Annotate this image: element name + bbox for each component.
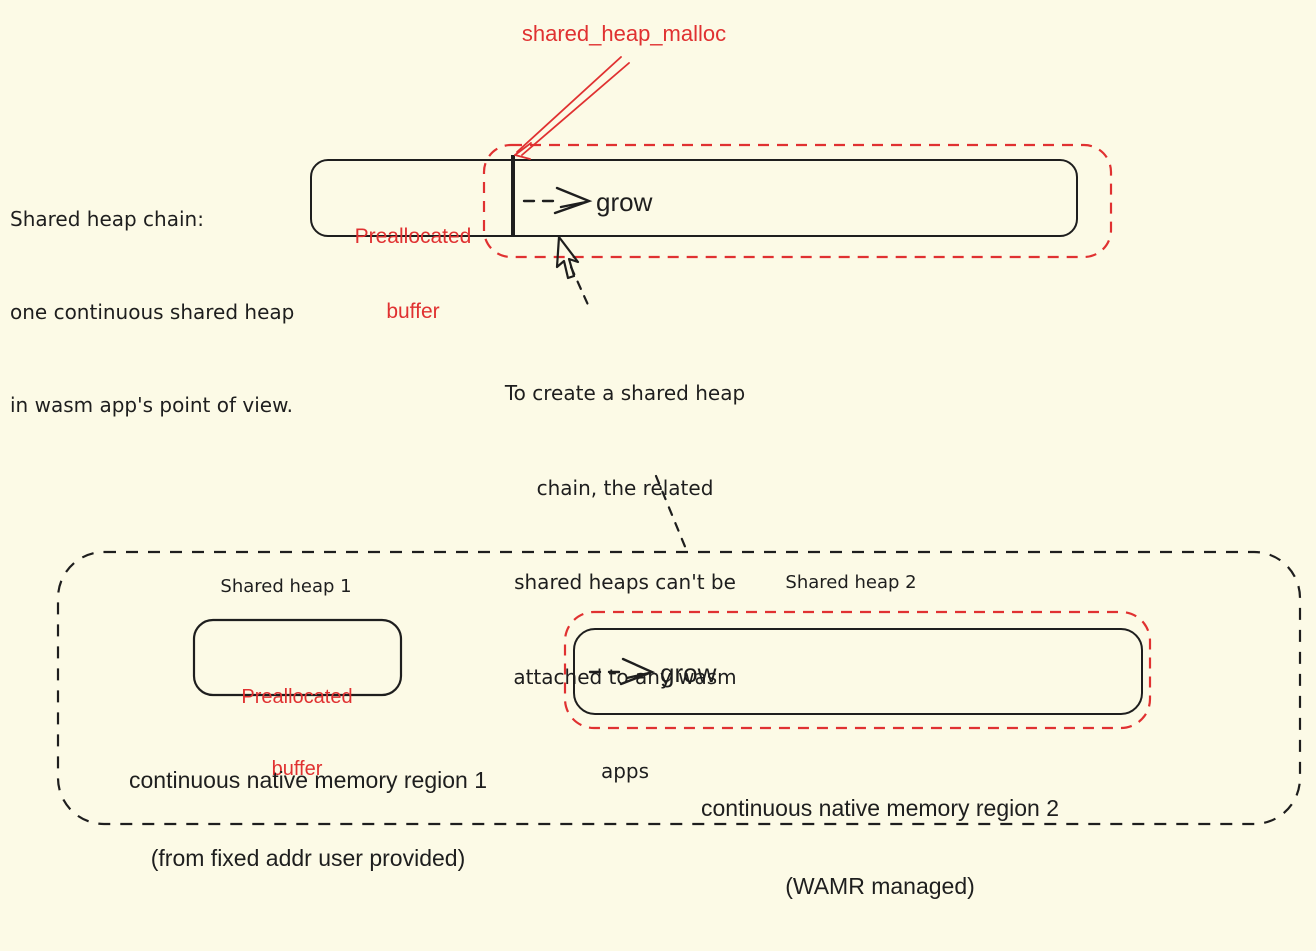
preallocated-buffer-line: buffer xyxy=(386,300,440,323)
malloc-function-label: shared_heap_malloc xyxy=(521,21,727,46)
heap1-preallocated-buffer-line: buffer xyxy=(271,758,323,780)
heap2-caption-line: continuous native memory region 2 xyxy=(701,795,1059,821)
grow-label: grow xyxy=(596,187,653,217)
heap1-caption-line: (from fixed addr user provided) xyxy=(150,845,466,871)
heap2-grow-label: grow xyxy=(660,658,717,688)
preallocated-buffer-label: Preallocated buffer xyxy=(355,174,472,374)
heap2-caption: continuous native memory region 2 (WAMR … xyxy=(701,743,1059,951)
malloc-pointer-arrow-icon xyxy=(514,56,630,160)
create-chain-note-line: chain, the related xyxy=(536,475,714,500)
create-chain-note-line: apps xyxy=(600,759,650,783)
chain-red-dashed-outline xyxy=(482,143,1113,259)
cursor-arrow-icon xyxy=(555,235,580,280)
note-connector-line xyxy=(569,265,591,309)
heap2-title: Shared heap 2 xyxy=(785,572,917,593)
grow-arrow-icon xyxy=(522,186,593,215)
heap1-preallocated-buffer-line: Preallocated xyxy=(241,686,353,708)
chain-note-line: Shared heap chain: xyxy=(10,207,204,231)
create-chain-note-line: attached to any wasm xyxy=(513,664,737,689)
chain-note-line: in wasm app's point of view. xyxy=(10,393,293,417)
preallocated-buffer-line: Preallocated xyxy=(354,225,472,248)
create-chain-note-line: shared heaps can't be xyxy=(514,570,736,594)
heap1-preallocated-buffer-label: Preallocated buffer xyxy=(241,637,352,829)
create-chain-note-line: To create a shared heap xyxy=(504,381,746,405)
create-chain-note: To create a shared heap chain, the relat… xyxy=(505,315,745,851)
shared-heap-diagram: shared_heap_malloc Shared heap chain: on… xyxy=(10,21,1302,899)
heap1-title: Shared heap 1 xyxy=(220,576,352,597)
heap1-caption-line: continuous native memory region 1 xyxy=(129,767,487,793)
chain-note: Shared heap chain: one continuous shared… xyxy=(10,142,294,483)
chain-note-line: one continuous shared heap xyxy=(10,300,295,324)
heap2-caption-line: (WAMR managed) xyxy=(785,873,975,899)
heap1-caption: continuous native memory region 1 (from … xyxy=(129,715,487,923)
